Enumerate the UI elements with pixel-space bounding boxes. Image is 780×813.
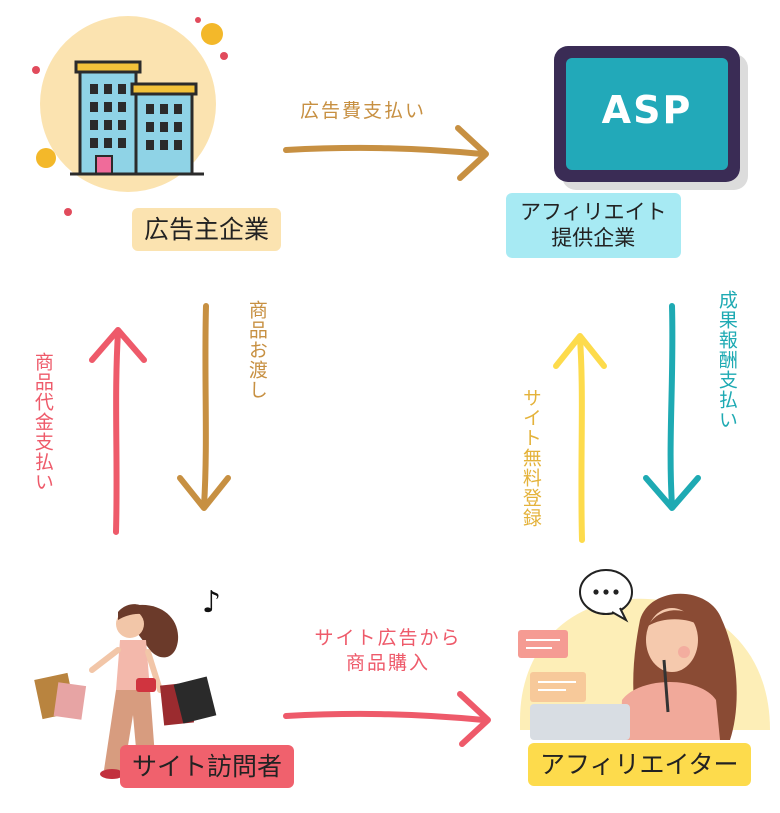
arrow-purchase [283, 691, 491, 747]
edge-registration-label: サイト無料登録 [519, 388, 542, 528]
building-icon [32, 16, 228, 216]
arrow-payment [89, 327, 147, 535]
node-affiliate: アフィリエイター [528, 743, 751, 787]
arrow-registration [553, 333, 607, 543]
node-asp-line2: 提供企業 [551, 226, 636, 251]
edge-purchase-line2: 商品購入 [345, 651, 430, 674]
node-visitor: サイト訪問者 [120, 745, 295, 789]
monitor-icon [554, 46, 748, 190]
arrow-reward [643, 303, 701, 511]
node-asp-line1: アフィリエイト [520, 200, 667, 224]
node-asp: アフィリエイト 提供企業 [506, 193, 681, 258]
arrow-ad-fee [283, 125, 489, 181]
shopper-illustration: ♪ [34, 585, 221, 779]
edge-purchase-label: サイト広告から 商品購入 [300, 626, 476, 675]
edge-purchase-line1: サイト広告から [314, 627, 462, 649]
arrow-delivery [177, 303, 231, 511]
edge-delivery-label: 商品お渡し [245, 300, 268, 400]
edge-ad-fee-label: 広告費支払い [300, 100, 427, 122]
edge-payment-label: 商品代金支払い [31, 352, 54, 492]
affiliate-illustration [518, 569, 770, 740]
asp-screen-text: ASP [601, 88, 693, 132]
svg-text:♪: ♪ [202, 585, 221, 620]
edge-reward-label: 成果報酬支払い [715, 290, 738, 430]
node-advertiser: 広告主企業 [132, 208, 282, 252]
